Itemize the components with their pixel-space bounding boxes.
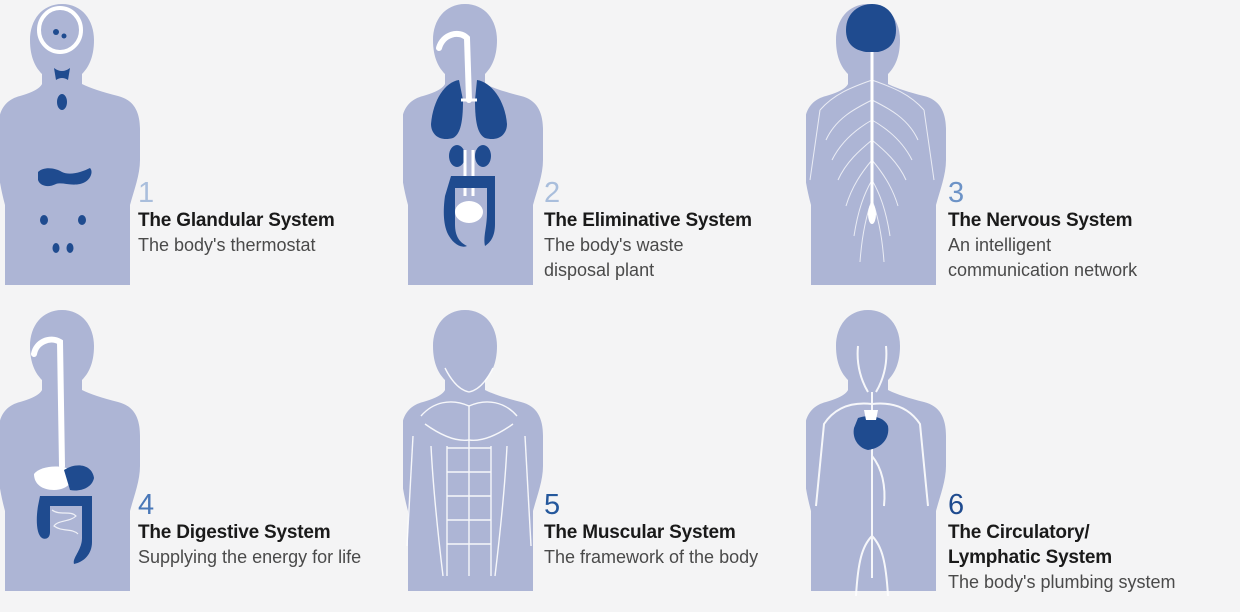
- system-number: 3: [948, 177, 965, 209]
- system-description: An intelligent: [948, 235, 1052, 255]
- system-number: 6: [948, 489, 965, 521]
- system-description-line-2: communication network: [948, 260, 1138, 280]
- system-title: The Eliminative System: [544, 210, 752, 231]
- system-panel-glandular: 1 The Glandular System The body's thermo…: [0, 0, 413, 306]
- system-title: The Muscular System: [544, 522, 736, 543]
- system-panel-muscular: 5 The Muscular System The framework of t…: [403, 306, 816, 612]
- muscular-icon: [403, 310, 543, 591]
- system-title: The Circulatory/: [948, 522, 1090, 543]
- system-title-line-2: Lymphatic System: [948, 547, 1112, 568]
- system-title: The Digestive System: [138, 522, 331, 543]
- system-number: 4: [138, 489, 155, 521]
- system-description: Supplying the energy for life: [138, 547, 362, 567]
- system-number: 1: [138, 177, 155, 209]
- system-panel-eliminative: 2 The Eliminative System The body's wast…: [403, 0, 816, 306]
- system-number: 2: [544, 177, 561, 209]
- system-description: The body's plumbing system: [948, 572, 1176, 592]
- system-description: The body's waste: [544, 235, 684, 255]
- system-description: The framework of the body: [544, 547, 759, 567]
- system-panel-circulatory: 6 The Circulatory/ Lymphatic System The …: [806, 306, 1219, 612]
- nervous-icon: [806, 4, 946, 285]
- system-title: The Nervous System: [948, 210, 1133, 231]
- system-description-line-2: disposal plant: [544, 260, 655, 280]
- system-panel-nervous: 3 The Nervous System An intelligent comm…: [806, 0, 1219, 306]
- system-panel-digestive: 4 The Digestive System Supplying the ene…: [0, 306, 413, 612]
- eliminative-icon: [403, 4, 543, 285]
- digestive-icon: [0, 310, 140, 591]
- system-description: The body's thermostat: [138, 235, 316, 255]
- glandular-icon: [0, 4, 140, 285]
- circulatory-icon: [806, 310, 946, 596]
- system-title: The Glandular System: [138, 210, 335, 231]
- system-number: 5: [544, 489, 561, 521]
